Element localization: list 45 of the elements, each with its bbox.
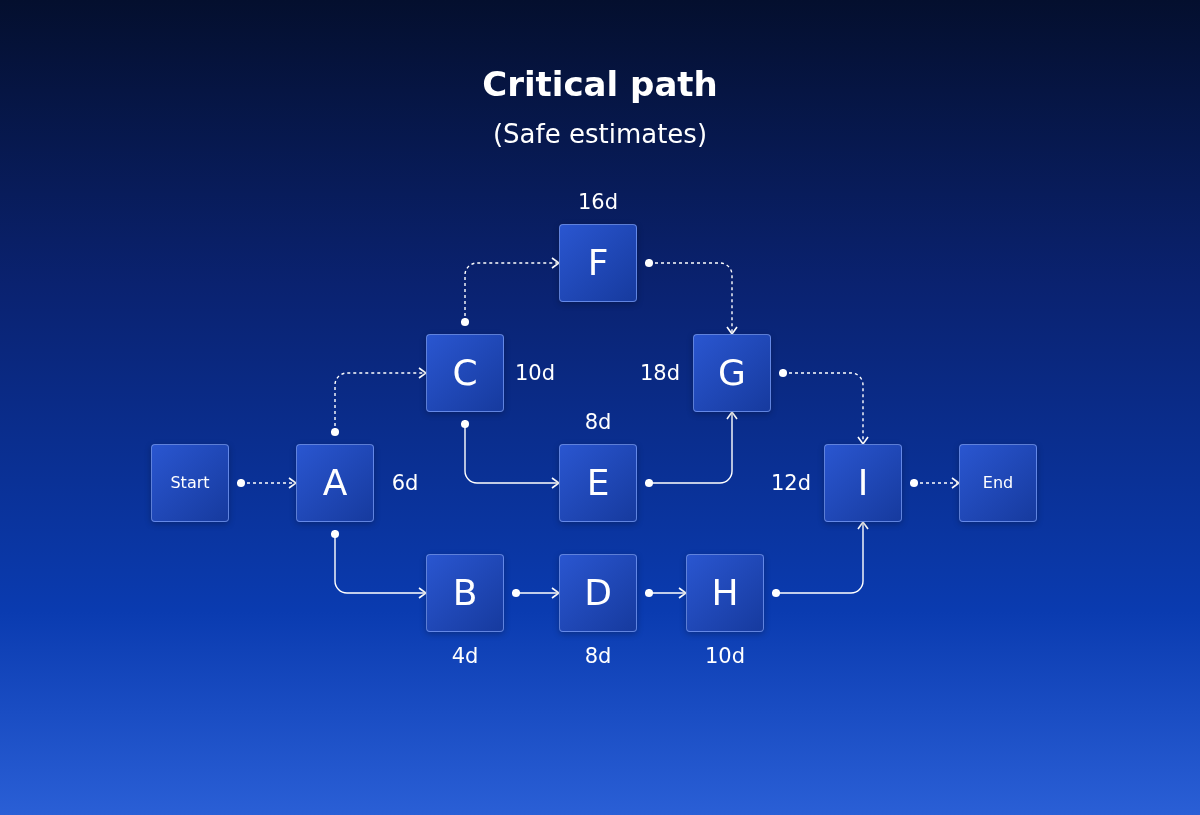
task-label: A — [322, 465, 348, 501]
duration-label: 8d — [584, 644, 612, 668]
task-box — [559, 444, 637, 522]
arrow — [909, 477, 960, 489]
task-label: H — [711, 575, 739, 611]
duration-label: 16d — [577, 190, 619, 214]
arrow — [644, 587, 687, 599]
arrow — [644, 411, 738, 488]
arrow — [236, 477, 297, 489]
duration-label: 18d — [639, 361, 681, 385]
task-box — [426, 334, 504, 412]
duration-label: 10d — [704, 644, 746, 668]
arrow — [330, 367, 427, 437]
arrow — [644, 258, 738, 335]
task-box — [151, 444, 229, 522]
title: Critical path — [482, 64, 718, 104]
task-label: F — [587, 245, 609, 281]
task-label: B — [452, 575, 478, 611]
task-label: C — [452, 355, 478, 391]
task-label: I — [857, 465, 869, 501]
arrow — [460, 257, 560, 327]
arrow — [511, 587, 560, 599]
duration-label: 12d — [770, 471, 812, 495]
duration-label: 4d — [451, 644, 479, 668]
task-label: End — [982, 475, 1014, 491]
duration-label: 8d — [584, 410, 612, 434]
duration-label: 10d — [514, 361, 556, 385]
task-box — [426, 554, 504, 632]
task-box — [296, 444, 374, 522]
task-box — [693, 334, 771, 412]
task-label: G — [718, 355, 746, 391]
arrow — [330, 529, 427, 599]
task-box — [686, 554, 764, 632]
task-label: D — [584, 575, 612, 611]
task-label: Start — [170, 475, 210, 491]
task-box — [959, 444, 1037, 522]
task-box — [559, 554, 637, 632]
task-label: E — [586, 465, 610, 501]
arrow — [460, 419, 560, 489]
subtitle: (Safe estimates) — [492, 119, 708, 149]
task-box — [559, 224, 637, 302]
arrow — [778, 368, 869, 445]
arrow — [771, 521, 869, 598]
duration-label: 6d — [391, 471, 419, 495]
task-box — [824, 444, 902, 522]
